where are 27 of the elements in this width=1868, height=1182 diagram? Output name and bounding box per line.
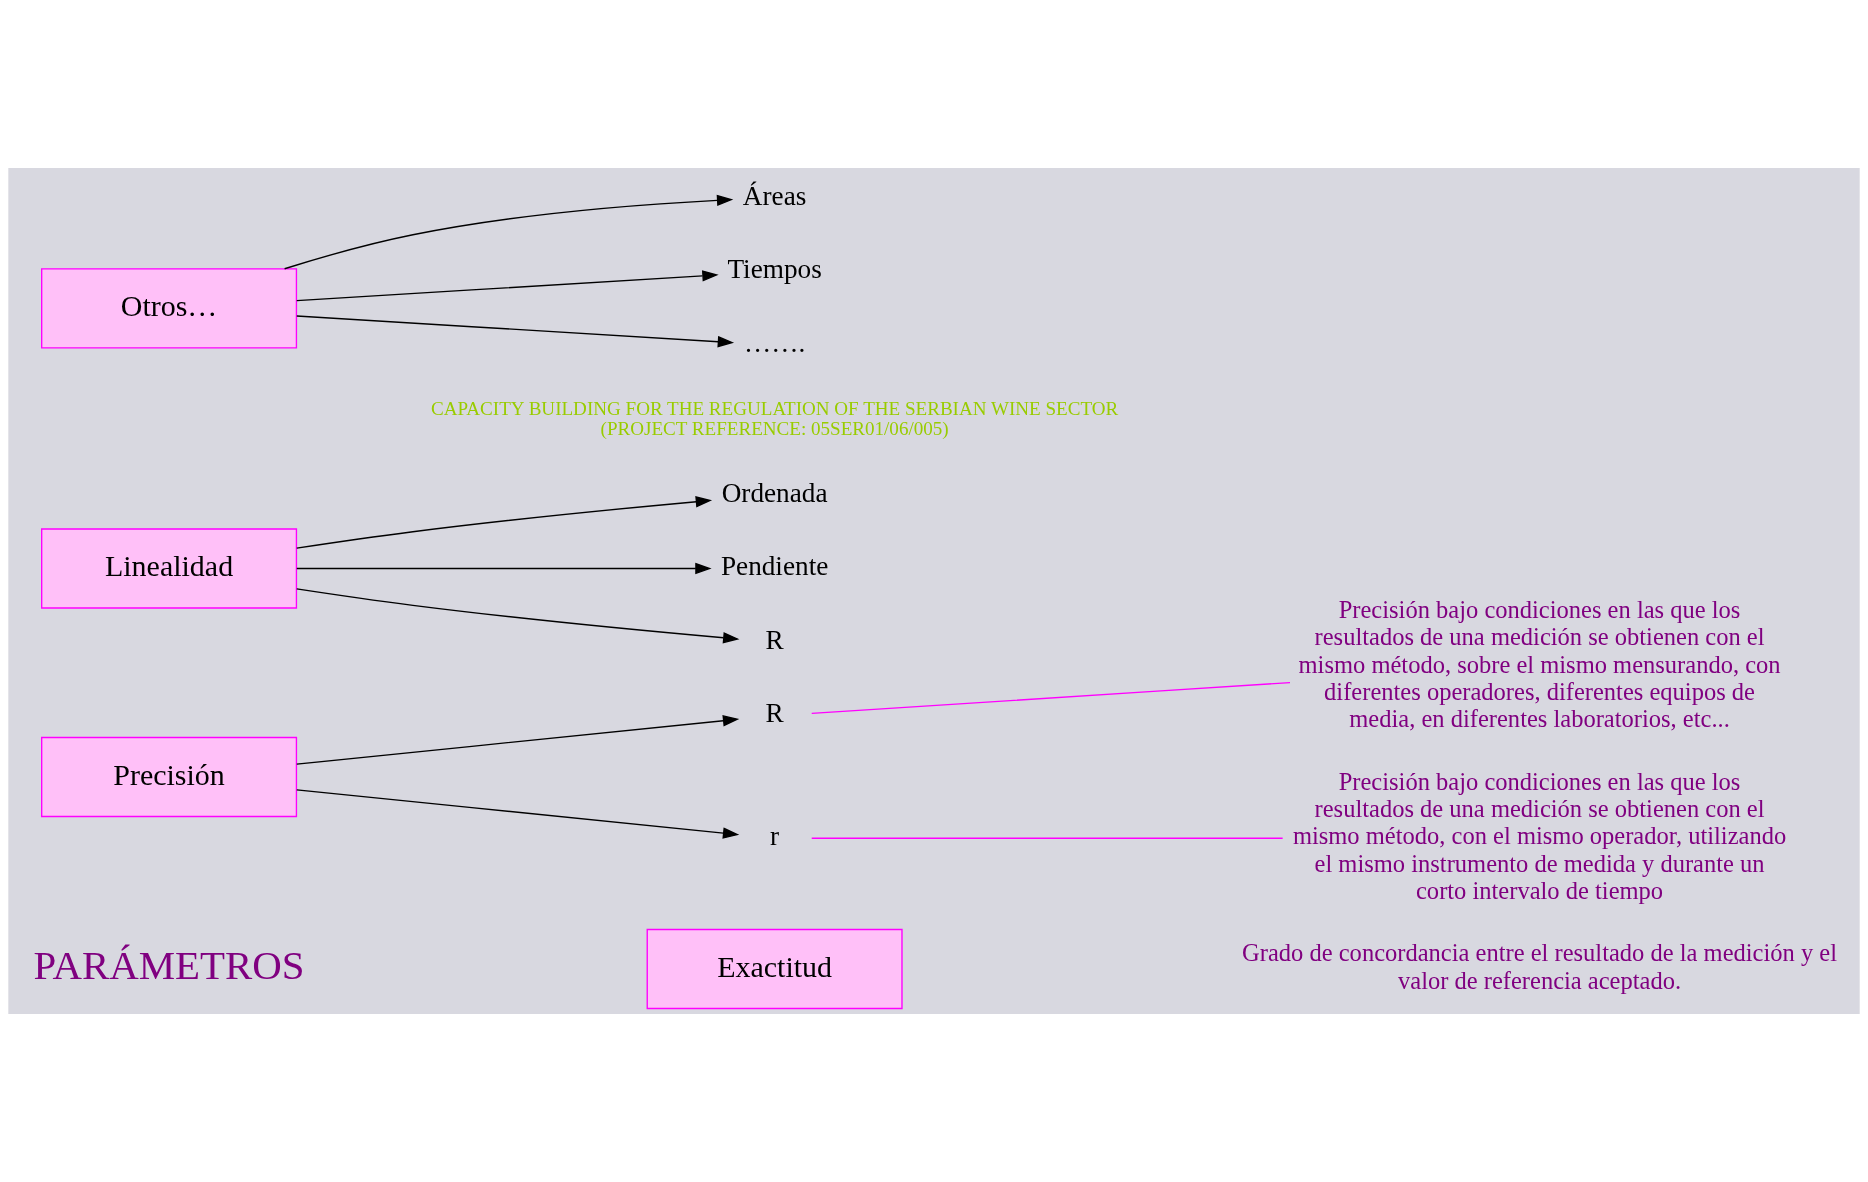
arrow [296,588,740,644]
node-text: Pendiente [720,551,829,582]
node-text: ……. [743,327,806,358]
node-text: Tiempos [727,254,822,285]
label: Grado de concordancia entre el resultado de la medición y el valor de referencia aceptado. [1242,939,1838,994]
arrow [296,562,712,575]
arrow [296,270,719,302]
arrow [296,715,740,765]
node-box: Exactitud [646,928,903,1010]
node-text: R [765,624,784,655]
node-text: R [765,698,784,729]
connector [811,681,1291,715]
node-box: Linealidad [41,528,298,609]
label: CAPACITY BUILDING FOR THE REGULATION OF THE SERBIAN WINE SECTOR (PROJECT REFERENCE: 05SER01/06/005) [431,397,1119,440]
node-text: Áreas [742,180,807,211]
arrow [296,789,740,839]
node-text: Ordenada [721,477,828,508]
node-text: Precisión bajo condiciones en las que los resultados de una medición se obtienen con el mismo método, sobre el mismo mensurando, con diferentes operadores, diferentes equipos de media, en diferentes laboratorios, etc... [1298,596,1781,733]
connector [811,837,1284,839]
arrow [296,496,713,549]
node-text: r [770,821,780,852]
arrow [283,194,734,270]
node-box: Precisión [41,736,298,818]
arrow [296,315,735,348]
label: PARÁMETROS [33,943,305,989]
node-text: Precisión bajo condiciones en las que los resultados de una medición se obtienen con el mismo método, con el mismo operador, utilizando el mismo instrumento de medida y durante un corto intervalo de tiempo [1292,767,1787,904]
node-box: Otros… [41,268,298,349]
